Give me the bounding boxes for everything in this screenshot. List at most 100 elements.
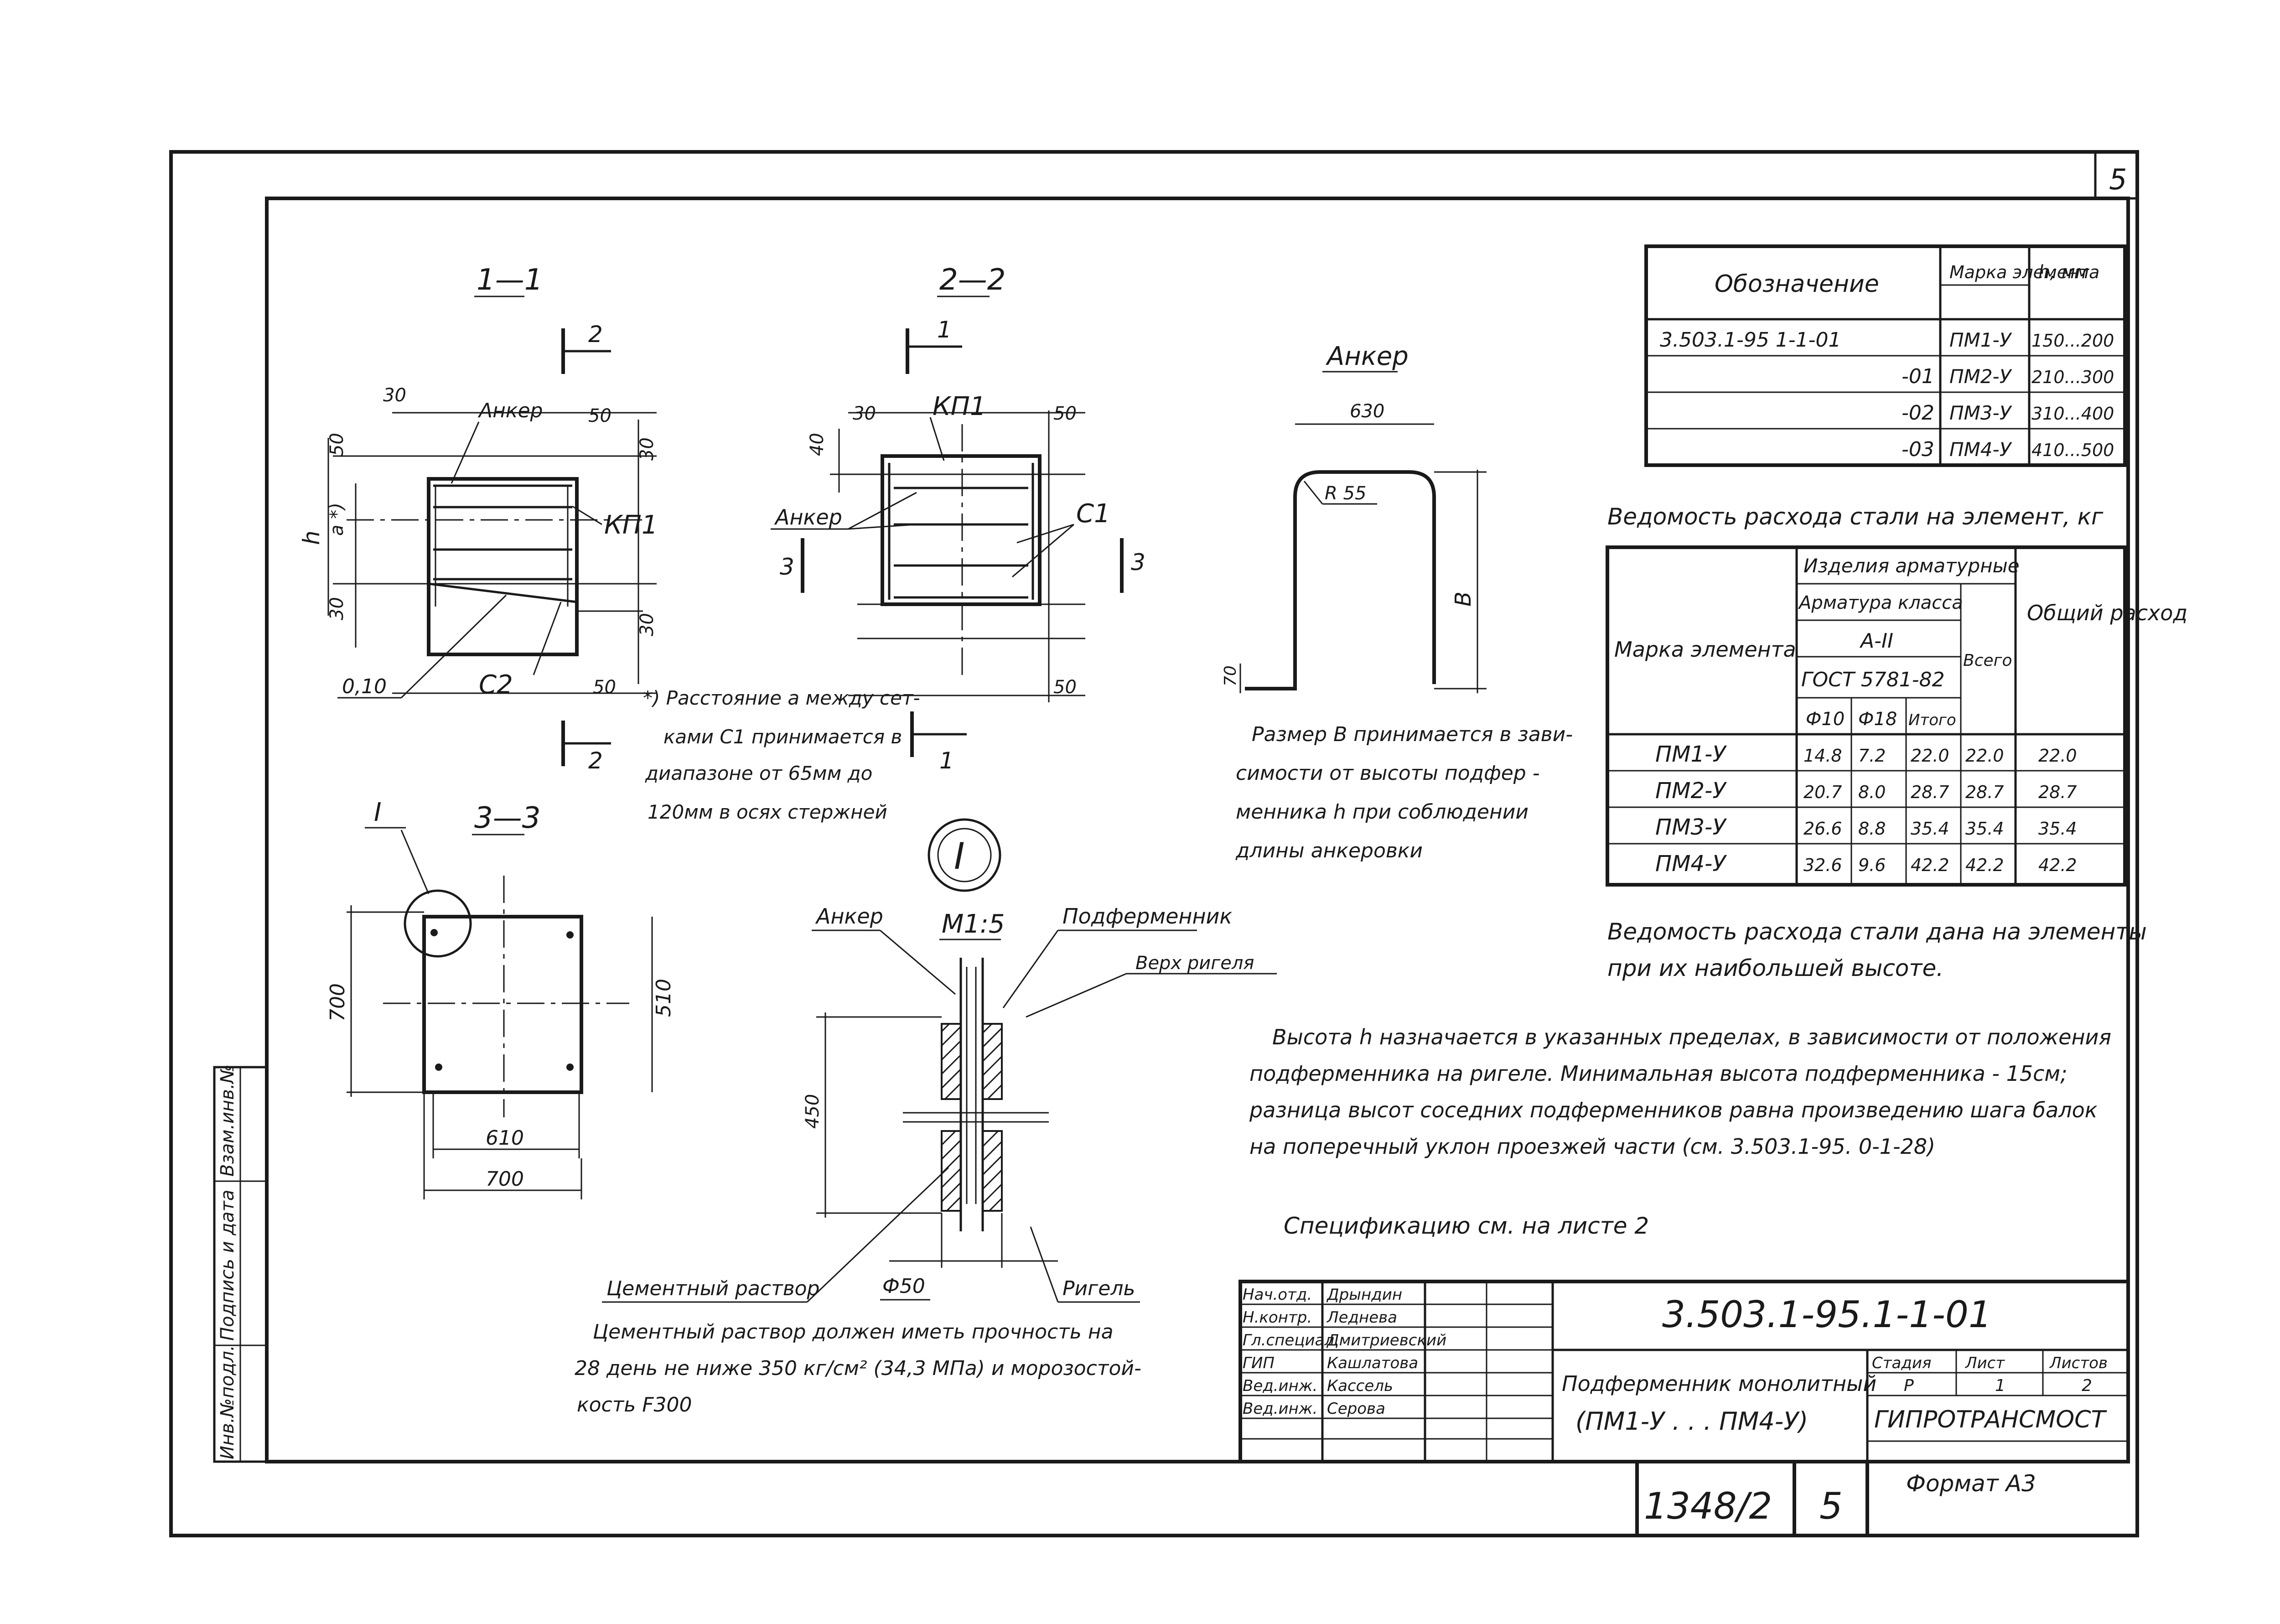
stage-header: Стадия [1872,1354,1931,1372]
dim-40-2-2: 40 [807,433,828,456]
steel-row-value: 26.6 [1803,819,1842,839]
dim-a: a *) [326,503,347,536]
archive-number: 1348/2 [1644,1485,1772,1527]
title-block-person: Кассель [1327,1377,1393,1395]
node-anchor-label: Анкер [815,904,883,929]
cement-note: Цементный раствор должен иметь прочность… [575,1320,1141,1416]
designation-row-code: 3.503.1-95 1-1-01 [1660,328,1841,352]
footnote-line-3: диапазоне от 65мм до [645,762,872,784]
anchor-note-4: длины анкеровки [1235,839,1423,862]
title-block-person: Серова [1327,1400,1385,1418]
title-block-role: Нач.отд. [1243,1286,1312,1304]
label-kp1-1-1: КП1 [604,510,658,540]
height-note-line-2: подферменника на ригеле. Минимальная выс… [1249,1061,2068,1086]
section-1-1-cut: 2 [588,321,603,348]
steel-row-value: 32.6 [1803,855,1842,875]
anchor-title: Анкер [1326,342,1409,371]
steel-header-itogo: Итого [1908,711,1956,729]
steel-header-total: Всего [1963,651,2012,670]
designation-row-mark: ПМ3-У [1949,402,2012,424]
title-block-role: Н.контр. [1243,1308,1312,1327]
side-stamp-sign: Подпись и дата [217,1190,238,1341]
designation-row-h: 210...300 [2031,367,2114,387]
steel-header-f18: Ф18 [1858,709,1897,730]
title-block-person: Дрындин [1326,1286,1402,1304]
node-detail-inner-circle [937,828,992,882]
steel-header-mark: Марка элемента [1614,637,1796,662]
corner-number: 5 [2109,163,2127,196]
title-block-role: ГИП [1243,1354,1275,1372]
section-1-1-body [427,477,579,656]
sheet-value: 1 [1995,1376,2005,1395]
anchor-note-3: менника h при соблюдении [1236,800,1529,824]
dim-30-right: 30 [637,437,658,461]
section-2-2-cut3-right: 3 [1131,549,1145,576]
section-1-1-cut-bottom: 2 [588,747,603,774]
steel-row-value: 42.2 [1911,855,1949,875]
section-3-3: 3—3 I 700 510 610 700 [326,798,675,1199]
anchor-dim-70: 70 [1221,665,1240,686]
label-anchor-2-2: Анкер [774,505,842,529]
steel-row-value: 35.4 [1965,819,2004,839]
title-block-role: Вед.инж. [1243,1400,1317,1418]
designation-header-mark: Марка элемента [1949,262,2099,282]
dim-30-left: 30 [326,597,347,620]
anchor-dim-b: В [1451,591,1476,607]
grout-hatch-top-left [941,1023,962,1100]
steel-row-value: 28.7 [1965,782,2004,802]
cement-note-line-2: 28 день не ниже 350 кг/см² (34,3 МПа) и … [575,1357,1141,1380]
steel-row-value: 22.0 [1911,746,1949,766]
bottom-sheet-number: 5 [1819,1485,1843,1527]
cement-note-line-3: кость F300 [577,1393,692,1416]
node-marker-circle [404,889,472,958]
designation-header-h: h, мм [2038,262,2089,283]
node-phi50: Ф50 [882,1275,925,1298]
height-note-line-3: разница высот соседних подферменников ра… [1249,1098,2098,1122]
designation-header-code: Обозначение [1715,270,1879,298]
node-top-rigel-label: Верх ригеля [1135,953,1254,974]
section-2-2-cut-bottom: 1 [939,747,954,774]
steel-row-value: 14.8 [1803,746,1842,766]
anchor-note-2: симости от высоты подфер - [1236,762,1540,785]
doc-code: 3.503.1-95.1-1-01 [1662,1293,1992,1336]
outer-frame [169,150,2139,1537]
steel-row-value: 8.8 [1858,819,1886,839]
sheet-header: Лист [1964,1354,2005,1372]
title-block: 1348/2 5 Формат А3 3.503.1-95.1-1-01 Под… [1238,1280,2130,1536]
dim-700-side: 700 [326,983,349,1022]
designation-row-mark: ПМ2-У [1949,365,2012,388]
stage-value: Р [1904,1376,1914,1395]
footnote-line-4: 120мм в осях стержней [648,801,887,823]
sheets-value: 2 [2082,1376,2092,1395]
grout-hatch-bottom-right [982,1130,1003,1212]
dim-50-bottom: 50 [593,677,616,698]
dim-h: h [298,530,325,545]
organization: ГИПРОТРАНСМОСТ [1874,1406,2107,1433]
designation-row-mark: ПМ4-У [1949,438,2012,461]
dim-50-left: 50 [326,433,347,456]
dim-50-2-2: 50 [1053,403,1077,424]
dim-610: 610 [486,1126,524,1150]
title-block-role: Вед.инж. [1243,1377,1317,1395]
node-dim-450: 450 [802,1094,823,1129]
node-rigel-label: Ригель [1062,1277,1135,1300]
section-1-1-title: 1—1 [477,263,543,297]
label-c1: С1 [1076,499,1110,529]
title-block-role: Гл.специал. [1243,1331,1339,1349]
steel-row-value: 8.0 [1858,782,1886,802]
side-stamp: Инв.№подл. Подпись и дата Взам.инв.№ [213,1064,268,1463]
designation-row-code: -02 [1902,401,1934,425]
designation-row-code: -01 [1902,365,1934,388]
title-block-person: Дмитриевский [1326,1331,1446,1349]
steel-row-value: 9.6 [1858,855,1886,875]
designation-table: Обозначение Марка элемента h, мм [1644,244,2127,467]
steel-row-value: 22.0 [2038,746,2077,766]
title-block-people: Нач.отд.ДрындинН.контр.ЛедневаГл.специал… [1243,1286,1446,1418]
dim-50-bottom-2-2: 50 [1053,677,1077,698]
section-2-2-cut: 1 [937,316,952,343]
steel-header-class: Арматура класса [1798,592,1963,613]
steel-row-value: 35.4 [2038,819,2077,839]
section-2-2-body [881,454,1042,606]
steel-row-mark: ПМ3-У [1655,815,1727,840]
